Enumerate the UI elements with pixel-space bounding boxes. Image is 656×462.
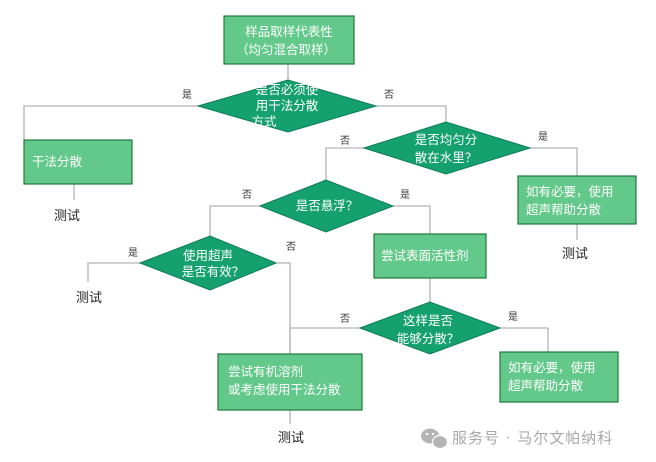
enough-question: 这样是否 能够分散？ — [358, 301, 502, 355]
edge-suspend-q-yes — [393, 205, 431, 234]
solvent-box: 尝试有机溶剂 或考虑使用干法分散 — [217, 353, 363, 411]
ultra-box-1-line-2: 超声帮助分散 — [526, 202, 602, 217]
ultra-box-2-line-2: 超声帮助分散 — [508, 378, 584, 393]
start-line-1: 样品取样代表性 — [245, 24, 333, 39]
test-outcome-2: 测试 — [562, 247, 588, 262]
edge-dry-q-no — [376, 105, 447, 122]
ultrasound-box-2: 如有必要，使用 超声帮助分散 — [499, 351, 619, 403]
ultrasound-effective-question: 使用超声 是否有效？ — [138, 235, 278, 291]
surfactant-label: 尝试表面活性剂 — [381, 248, 469, 263]
edge-suspend-q-no — [209, 205, 260, 236]
branch-labels: 是 否 否 是 否 是 是 否 否 是 — [128, 89, 548, 325]
solvent-line-2: 或考虑使用干法分散 — [228, 382, 341, 397]
suspend-question: 是否悬浮？ — [258, 179, 395, 233]
uniform-q-line-1: 是否均匀分 — [415, 132, 478, 147]
edge-enough-q-yes — [500, 327, 549, 352]
watermark-text: 服务号 · 马尔文帕纳科 — [452, 429, 613, 447]
wechat-icon — [421, 428, 449, 450]
label-no-suspend: 否 — [242, 189, 252, 201]
label-yes-uniform: 是 — [538, 131, 548, 143]
test-outcome-3: 测试 — [76, 291, 102, 306]
ultra-q-line-2: 是否有效？ — [182, 264, 245, 279]
dry-box-label: 干法分散 — [32, 154, 83, 169]
watermark: 服务号 · 马尔文帕纳科 — [421, 428, 613, 450]
label-yes-enough: 是 — [508, 311, 518, 323]
label-no-uniform: 否 — [340, 135, 350, 147]
dry-q-line-2: 用干法分散 — [256, 98, 319, 113]
ultra-box-2-line-1: 如有必要，使用 — [508, 360, 596, 375]
uniform-q-line-2: 散在水里？ — [415, 150, 478, 165]
edge-uniform-q-no — [325, 147, 364, 180]
ultrasound-box-1: 如有必要，使用 超声帮助分散 — [517, 175, 637, 225]
label-yes-dry: 是 — [182, 89, 192, 101]
edge-enough-q-no — [289, 327, 360, 354]
ultra-box-1-line-1: 如有必要，使用 — [526, 184, 614, 199]
suspend-q-label: 是否悬浮？ — [296, 198, 359, 213]
dry-question: 是否必须使 用干法分散 方式 — [196, 79, 378, 133]
dry-q-line-1: 是否必须使 — [256, 82, 319, 97]
ultra-q-line-1: 使用超声 — [183, 248, 233, 263]
test-outcome-4: 测试 — [278, 431, 304, 446]
label-yes-ultra: 是 — [128, 247, 138, 259]
start-node: 样品取样代表性 （均匀混合取样） — [223, 15, 355, 65]
dry-q-line-3: 方式 — [251, 114, 277, 129]
test-outcome-1: 测试 — [54, 209, 80, 224]
start-line-2: （均匀混合取样） — [236, 42, 336, 57]
surfactant-box: 尝试表面活性剂 — [373, 233, 487, 279]
edge-ultra-q-yes — [87, 262, 140, 282]
uniform-question: 是否均匀分 散在水里？ — [362, 121, 532, 175]
connectors — [23, 64, 578, 424]
enough-q-line-1: 这样是否 — [403, 313, 453, 328]
edge-dry-q-yes — [23, 105, 198, 140]
dry-dispersion-box: 干法分散 — [23, 139, 133, 185]
label-yes-suspend: 是 — [400, 189, 410, 201]
enough-q-line-2: 能够分散？ — [397, 331, 460, 346]
edge-ultra-q-no — [276, 262, 291, 354]
solvent-line-1: 尝试有机溶剂 — [228, 364, 303, 379]
label-no-enough: 否 — [340, 313, 350, 325]
edge-uniform-q-yes — [530, 147, 578, 176]
label-no-dry: 否 — [384, 89, 394, 101]
label-no-ultra: 否 — [286, 241, 296, 253]
